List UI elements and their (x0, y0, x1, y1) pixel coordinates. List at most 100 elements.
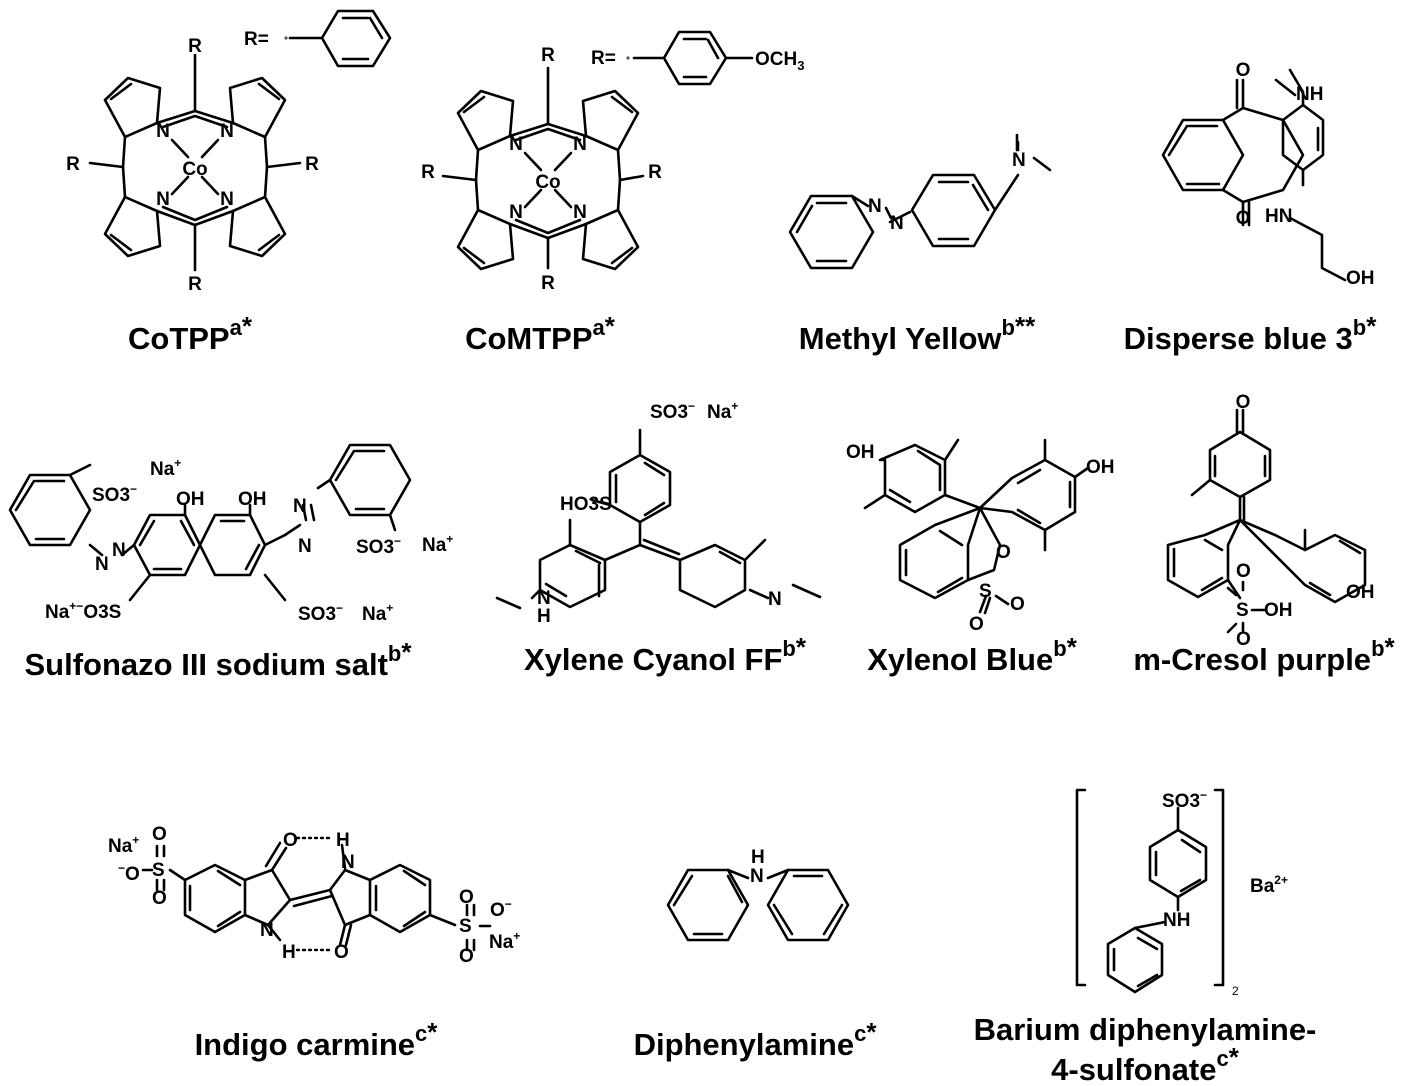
r-definition: R= (591, 48, 616, 69)
o-label: O (459, 887, 474, 908)
caption-comtpp: CoMTPPa* (465, 311, 616, 356)
ba-label: Ba2+ (1250, 873, 1288, 897)
o-label: O (1236, 392, 1251, 413)
h-label: H (537, 606, 551, 627)
na-label: Na+ (707, 399, 738, 423)
structure-methyl-yellow: N N N (788, 133, 1052, 270)
h-label: H (282, 942, 296, 963)
n-label: N (95, 554, 109, 575)
n-label: N (156, 121, 170, 142)
caption-m-cresol-purple: m-Cresol purpleb* (1133, 632, 1395, 677)
n-label: N (298, 536, 312, 557)
n-label: N (220, 121, 234, 142)
nh-label: NH (1163, 910, 1190, 931)
n-label: N (573, 202, 587, 223)
r-label: R (188, 36, 202, 57)
r-label: R (541, 273, 555, 294)
hn-label: HN (1265, 206, 1292, 227)
structure-barium-dps: SO3− NH Ba2+ 2 (1075, 788, 1288, 998)
r-label: R (421, 162, 435, 183)
caption-sulfonazo-iii: Sulfonazo III sodium saltb* (25, 637, 413, 682)
n-label: N (890, 213, 904, 234)
o-label: O (1236, 60, 1251, 81)
caption-xylene-cyanol: Xylene Cyanol FFb* (524, 632, 807, 677)
o-label: O (996, 542, 1011, 563)
caption-cotpp: CoTPPa* (128, 311, 253, 356)
o-label: O (152, 888, 167, 909)
r-definition: R= (244, 29, 269, 50)
caption-xylenol-blue: Xylenol Blueb* (867, 632, 1078, 677)
r-label: R (188, 274, 202, 295)
n-label: N (156, 189, 170, 210)
oh-label: OH (238, 489, 267, 510)
structure-xylene-cyanol: SO3− Na+ HO3S N H N (495, 399, 822, 627)
oh-label: OH (1346, 268, 1375, 289)
oh-label: OH (846, 442, 875, 463)
s-label: S (152, 860, 165, 881)
structure-m-cresol-purple: O O S O OH OH (1166, 392, 1375, 650)
co-label: Co (182, 159, 207, 180)
n-label: N (573, 134, 587, 155)
h-label: H (336, 830, 350, 851)
caption-disperse-blue-3: Disperse blue 3b* (1124, 311, 1378, 356)
n-label: N (341, 852, 355, 873)
n-label: N (750, 866, 764, 887)
n-label: N (868, 196, 882, 217)
o-label: O (152, 824, 167, 845)
h-label: H (751, 847, 765, 868)
o-minus-label: O− (490, 897, 512, 921)
structure-diphenylamine: H N (666, 847, 850, 942)
caption-barium-dps-line1: Barium diphenylamine- (974, 1012, 1317, 1047)
caption-indigo-carmine: Indigo carminec* (195, 1017, 439, 1062)
n-label: N (220, 189, 234, 210)
so3-label: SO3− (92, 482, 137, 506)
na-label: Na+ (150, 456, 181, 480)
o-label: O (459, 946, 474, 967)
n-label: N (509, 134, 523, 155)
n-label: N (537, 588, 551, 609)
n-label: N (260, 920, 274, 941)
n-label: N (509, 202, 523, 223)
structure-indigo-carmine: Na+ O S −O O O H N N H O O S O− O Na+ (108, 824, 520, 967)
na-label: Na+ (108, 833, 139, 857)
co-label: Co (535, 172, 560, 193)
r-label: R (66, 154, 80, 175)
och3-label: OCH3 (755, 49, 804, 73)
r-label: R (305, 154, 319, 175)
structure-xylenol-blue: OH OH O S O O (846, 438, 1115, 635)
so3-label: SO3− (356, 534, 401, 558)
ho3s-label: HO3S (560, 494, 612, 515)
na-label: Na+ (422, 532, 453, 556)
r-definition-comtpp: R= OCH3 (591, 30, 804, 86)
o-label: O (283, 830, 298, 851)
so3-label: SO3− (1162, 788, 1207, 812)
s-label: S (979, 581, 992, 602)
caption-diphenylamine: Diphenylaminec* (634, 1017, 878, 1062)
oh-label: OH (1264, 600, 1293, 621)
structure-comtpp: R R R R N N N N Co (421, 45, 662, 294)
n-label: N (293, 496, 307, 517)
o-label: O (1236, 208, 1251, 229)
o-label: O (1010, 594, 1025, 615)
o-label: O (1236, 561, 1251, 582)
n-label: N (112, 540, 126, 561)
r-label: R (541, 45, 555, 66)
o-label: O (334, 942, 349, 963)
s-label: S (459, 916, 472, 937)
so3-label: SO3− (298, 601, 343, 625)
n-label: N (768, 589, 782, 610)
s-label: S (1236, 600, 1249, 621)
caption-methyl-yellow: Methyl Yellowb** (799, 311, 1036, 356)
structure-disperse-blue-3: O O NH HN OH (1161, 60, 1375, 289)
caption-barium-dps-line2: 4-sulfonatec* (1051, 1042, 1240, 1086)
structure-sulfonazo-iii: SO3− Na+ N N OH OH N N SO3− Na+ Na+−O3S … (8, 443, 453, 625)
o-minus-label: −O (118, 861, 140, 885)
o-label: O (969, 614, 984, 635)
nh-label: NH (1296, 84, 1323, 105)
oh-label: OH (176, 489, 205, 510)
oh-label: OH (1086, 457, 1115, 478)
na-o3s-label: Na+−O3S (45, 599, 121, 623)
na-label: Na+ (362, 601, 393, 625)
n-label: N (1012, 150, 1026, 171)
na-label: Na+ (489, 929, 520, 953)
